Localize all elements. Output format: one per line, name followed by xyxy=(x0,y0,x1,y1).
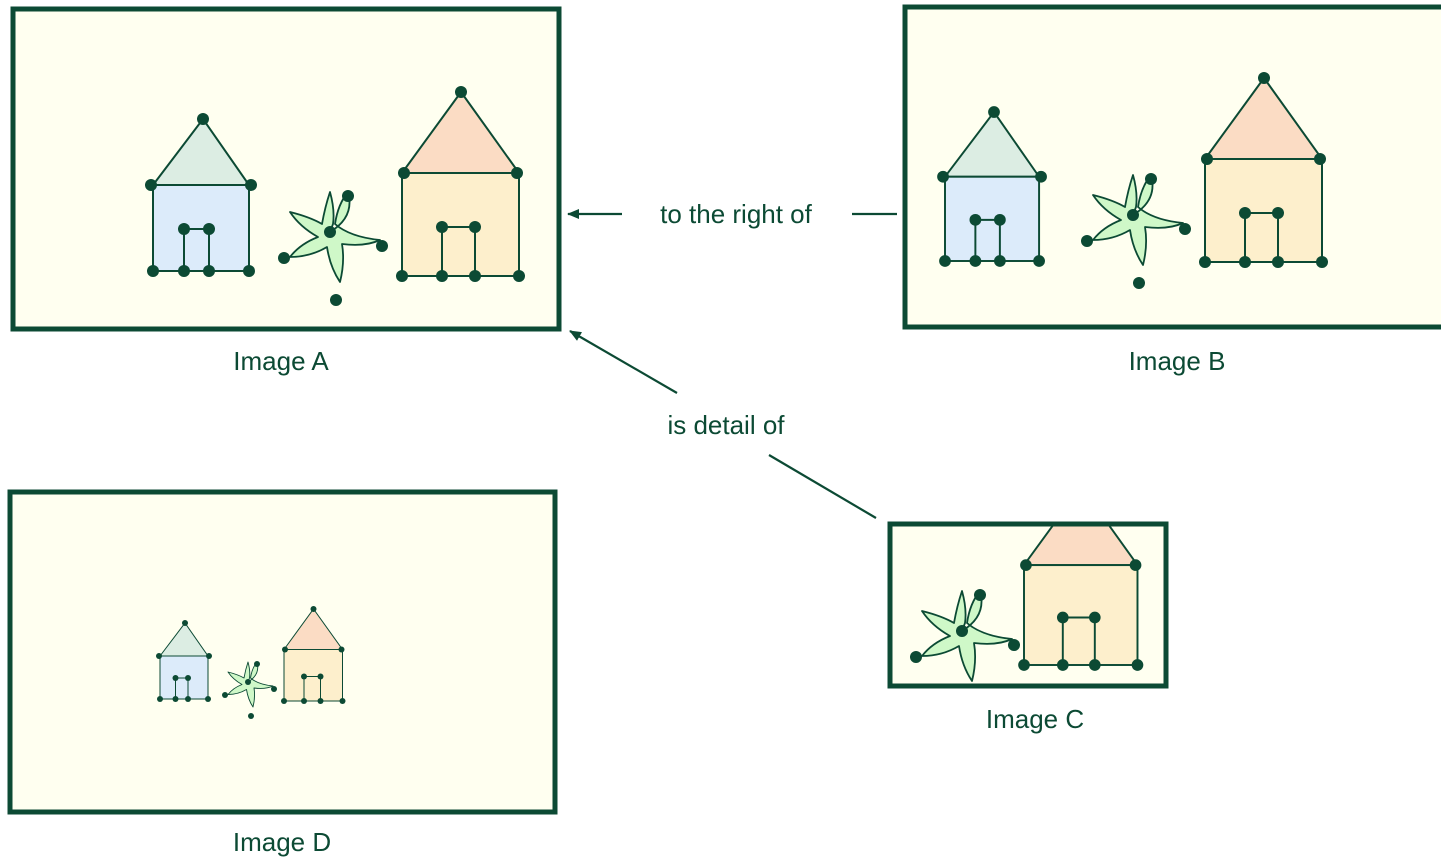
image-b-caption: Image B xyxy=(1129,346,1226,376)
image-c-frame xyxy=(887,521,1169,689)
image-a-caption: Image A xyxy=(233,346,329,376)
detail-of-connector xyxy=(768,454,877,519)
image-c-caption: Image C xyxy=(986,704,1084,734)
relation-right-of: to the right of xyxy=(567,199,897,229)
image-c xyxy=(887,521,1169,689)
image-a xyxy=(10,6,562,332)
image-d-caption: Image D xyxy=(233,827,331,857)
detail-of-label: is detail of xyxy=(667,410,785,440)
right-of-label: to the right of xyxy=(660,199,813,229)
relation-detail-of: is detail of xyxy=(569,330,877,519)
image-d-frame xyxy=(7,489,558,815)
big-house xyxy=(1017,524,1145,672)
image-b xyxy=(902,4,1441,330)
detail-of-arrow xyxy=(569,330,678,394)
image-d xyxy=(7,489,558,815)
